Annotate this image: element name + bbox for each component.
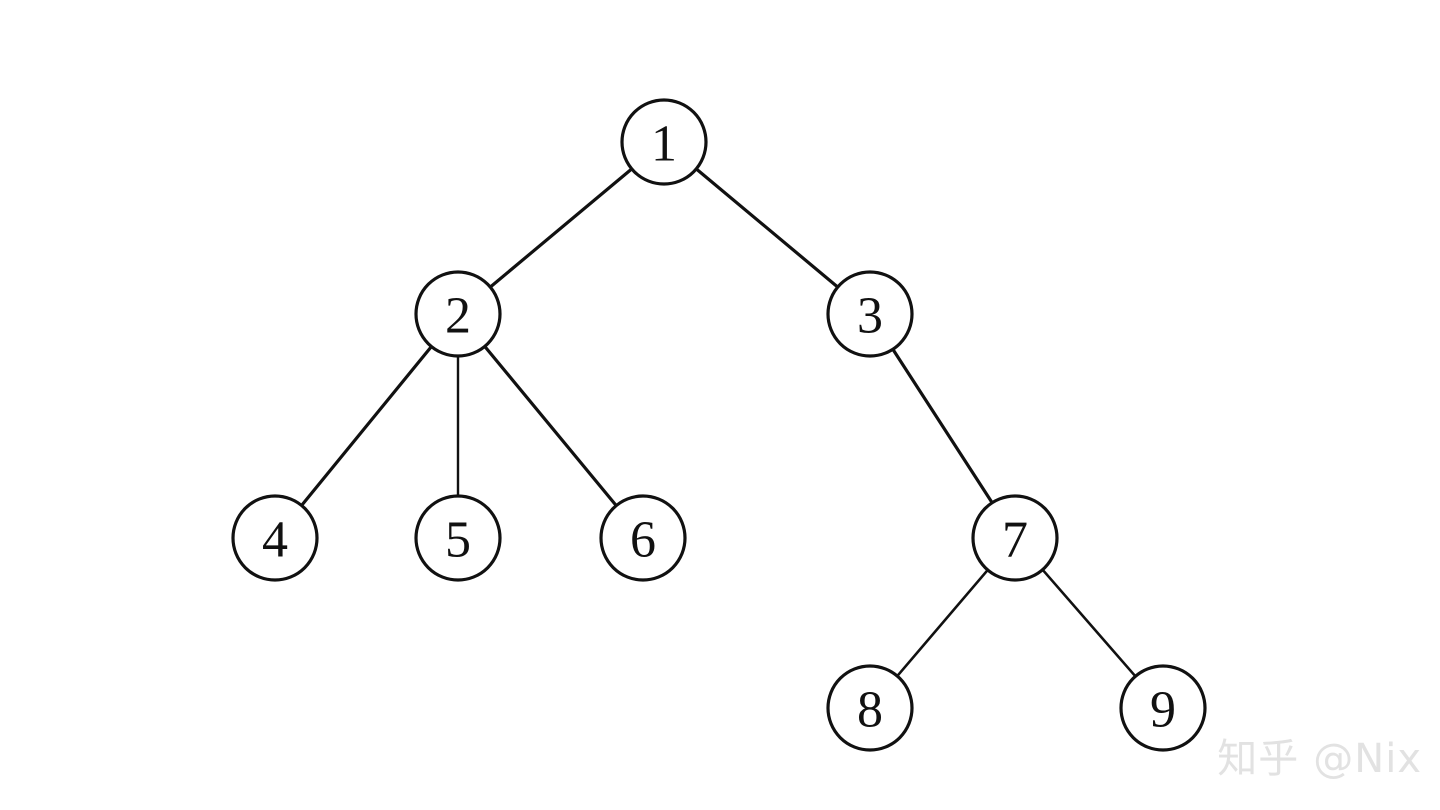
edge-1-3	[693, 166, 841, 290]
node-label-1: 1	[651, 116, 677, 173]
node-label-9: 9	[1150, 682, 1176, 739]
edge-3-7	[890, 346, 995, 506]
node-label-8: 8	[857, 682, 883, 739]
tree-node-4[interactable]: 4	[231, 494, 319, 582]
tree-node-8[interactable]: 8	[826, 664, 914, 752]
node-circle-3[interactable]	[826, 270, 914, 358]
node-circle-1[interactable]	[620, 98, 708, 186]
node-circle-9[interactable]	[1119, 664, 1207, 752]
watermark-handle: @Nix	[1313, 736, 1422, 782]
tree-node-7[interactable]: 7	[971, 494, 1059, 582]
edge-1-2	[487, 166, 635, 290]
tree-node-5[interactable]: 5	[414, 494, 502, 582]
watermark-logo: 知乎	[1217, 736, 1300, 782]
edge-7-8	[895, 567, 990, 679]
nodes-layer: 1 2 3 4 5 6 7 8 9	[231, 98, 1207, 752]
edge-2-4	[299, 344, 434, 508]
watermark: 知乎 @Nix	[1217, 726, 1422, 784]
node-label-5: 5	[445, 512, 471, 569]
node-circle-6[interactable]	[599, 494, 687, 582]
node-circle-8[interactable]	[826, 664, 914, 752]
tree-node-2[interactable]: 2	[414, 270, 502, 358]
edge-7-9	[1040, 567, 1138, 679]
tree-node-1[interactable]: 1	[620, 98, 708, 186]
node-circle-2[interactable]	[414, 270, 502, 358]
tree-node-9[interactable]: 9	[1119, 664, 1207, 752]
tree-node-3[interactable]: 3	[826, 270, 914, 358]
node-label-7: 7	[1002, 512, 1028, 569]
edge-2-6	[482, 344, 619, 508]
node-circle-5[interactable]	[414, 494, 502, 582]
node-label-2: 2	[445, 288, 471, 345]
edges-layer	[299, 166, 1138, 679]
node-circle-7[interactable]	[971, 494, 1059, 582]
node-circle-4[interactable]	[231, 494, 319, 582]
node-label-4: 4	[262, 512, 288, 569]
node-label-6: 6	[630, 512, 656, 569]
tree-node-6[interactable]: 6	[599, 494, 687, 582]
node-label-3: 3	[857, 288, 883, 345]
